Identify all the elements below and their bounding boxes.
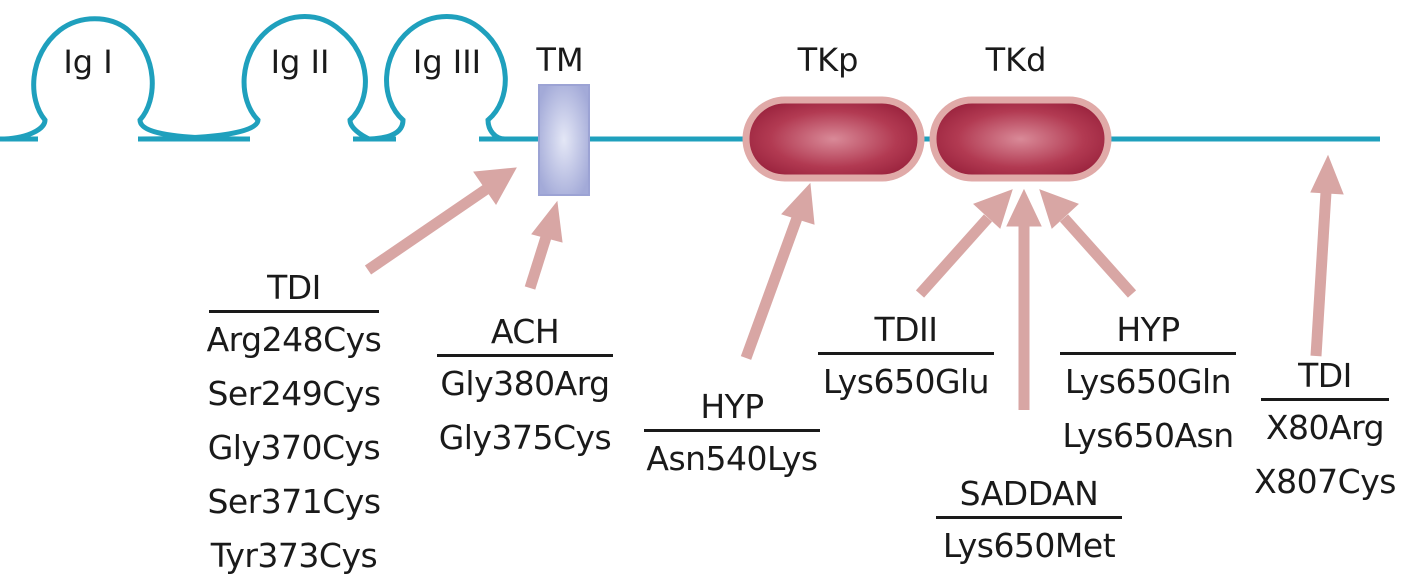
tkd-label: TKd [985, 41, 1047, 79]
tkp-label: TKp [797, 41, 859, 79]
mutation-label: Ser371Cys [207, 482, 381, 521]
mutation-label: Gly380Arg [440, 364, 610, 403]
divider [1060, 352, 1236, 355]
mutation-label: Gly370Cys [207, 428, 381, 467]
tkd-domain [929, 96, 1112, 182]
mutation-label: Gly375Cys [438, 418, 612, 457]
mutation-label: Asn540Lys [646, 439, 818, 478]
group-heading: HYP [1116, 310, 1180, 349]
ig2-loop [139, 14, 371, 142]
mutation-label: X80Arg [1265, 408, 1385, 447]
arrow-hyp-right [1059, 214, 1137, 298]
mutation-label: Ser249Cys [207, 374, 381, 413]
arrowhead-hyp-left [781, 182, 815, 225]
group-heading: HYP [700, 387, 764, 426]
ig3-loop [364, 14, 508, 142]
arrow-tdi-left [364, 183, 492, 275]
arrowhead-tdii [973, 189, 1013, 229]
group-hyp-right: HYP Lys650Gln Lys650Asn [1048, 308, 1248, 463]
group-heading: TDI [267, 268, 321, 307]
group-tdi-left: TDI Arg248Cys Ser249Cys Gly370Cys Ser371… [195, 266, 393, 583]
group-tdi-right: TDI X80Arg X807Cys [1252, 354, 1398, 509]
ig1-label: Ig I [63, 43, 113, 81]
arrowhead-ach [531, 200, 563, 243]
mutation-label: Lys650Met [942, 526, 1116, 565]
group-hyp-left: HYP Asn540Lys [634, 385, 830, 486]
divider [644, 429, 820, 432]
ig3-label: Ig III [412, 43, 482, 81]
arrowhead-saddan [1006, 188, 1042, 227]
mutation-label: Arg248Cys [206, 320, 382, 359]
divider [209, 310, 379, 313]
arrowhead-tdi-right [1310, 154, 1344, 195]
tm-domain [538, 84, 590, 196]
mutation-label: X807Cys [1254, 462, 1396, 501]
mutation-label: Lys650Glu [822, 362, 990, 401]
group-tdii: TDII Lys650Glu [808, 308, 1004, 409]
arrow-tdi-right [1310, 191, 1332, 357]
arrow-ach [524, 232, 553, 290]
divider [936, 516, 1122, 519]
mutation-label: Lys650Gln [1064, 362, 1232, 401]
group-ach: ACH Gly380Arg Gly375Cys [430, 310, 620, 465]
group-heading: ACH [490, 312, 560, 351]
divider [818, 352, 994, 355]
divider [437, 354, 613, 357]
mutation-label: Tyr373Cys [210, 536, 378, 575]
tkp-domain [742, 96, 925, 182]
mutation-label: Lys650Asn [1062, 416, 1234, 455]
group-heading: TDI [1298, 356, 1352, 395]
group-heading: TDII [874, 310, 938, 349]
arrowhead-hyp-right [1039, 189, 1079, 229]
arrowhead-tdi-left [473, 167, 517, 205]
arrow-tdii [915, 214, 993, 298]
ig1-loop [0, 16, 251, 142]
arrow-hyp-left [740, 216, 803, 360]
divider [1261, 398, 1389, 401]
ig2-label: Ig II [270, 43, 330, 81]
group-saddan: SADDAN Lys650Met [926, 472, 1132, 573]
group-heading: SADDAN [959, 474, 1099, 513]
tm-label: TM [536, 41, 584, 79]
